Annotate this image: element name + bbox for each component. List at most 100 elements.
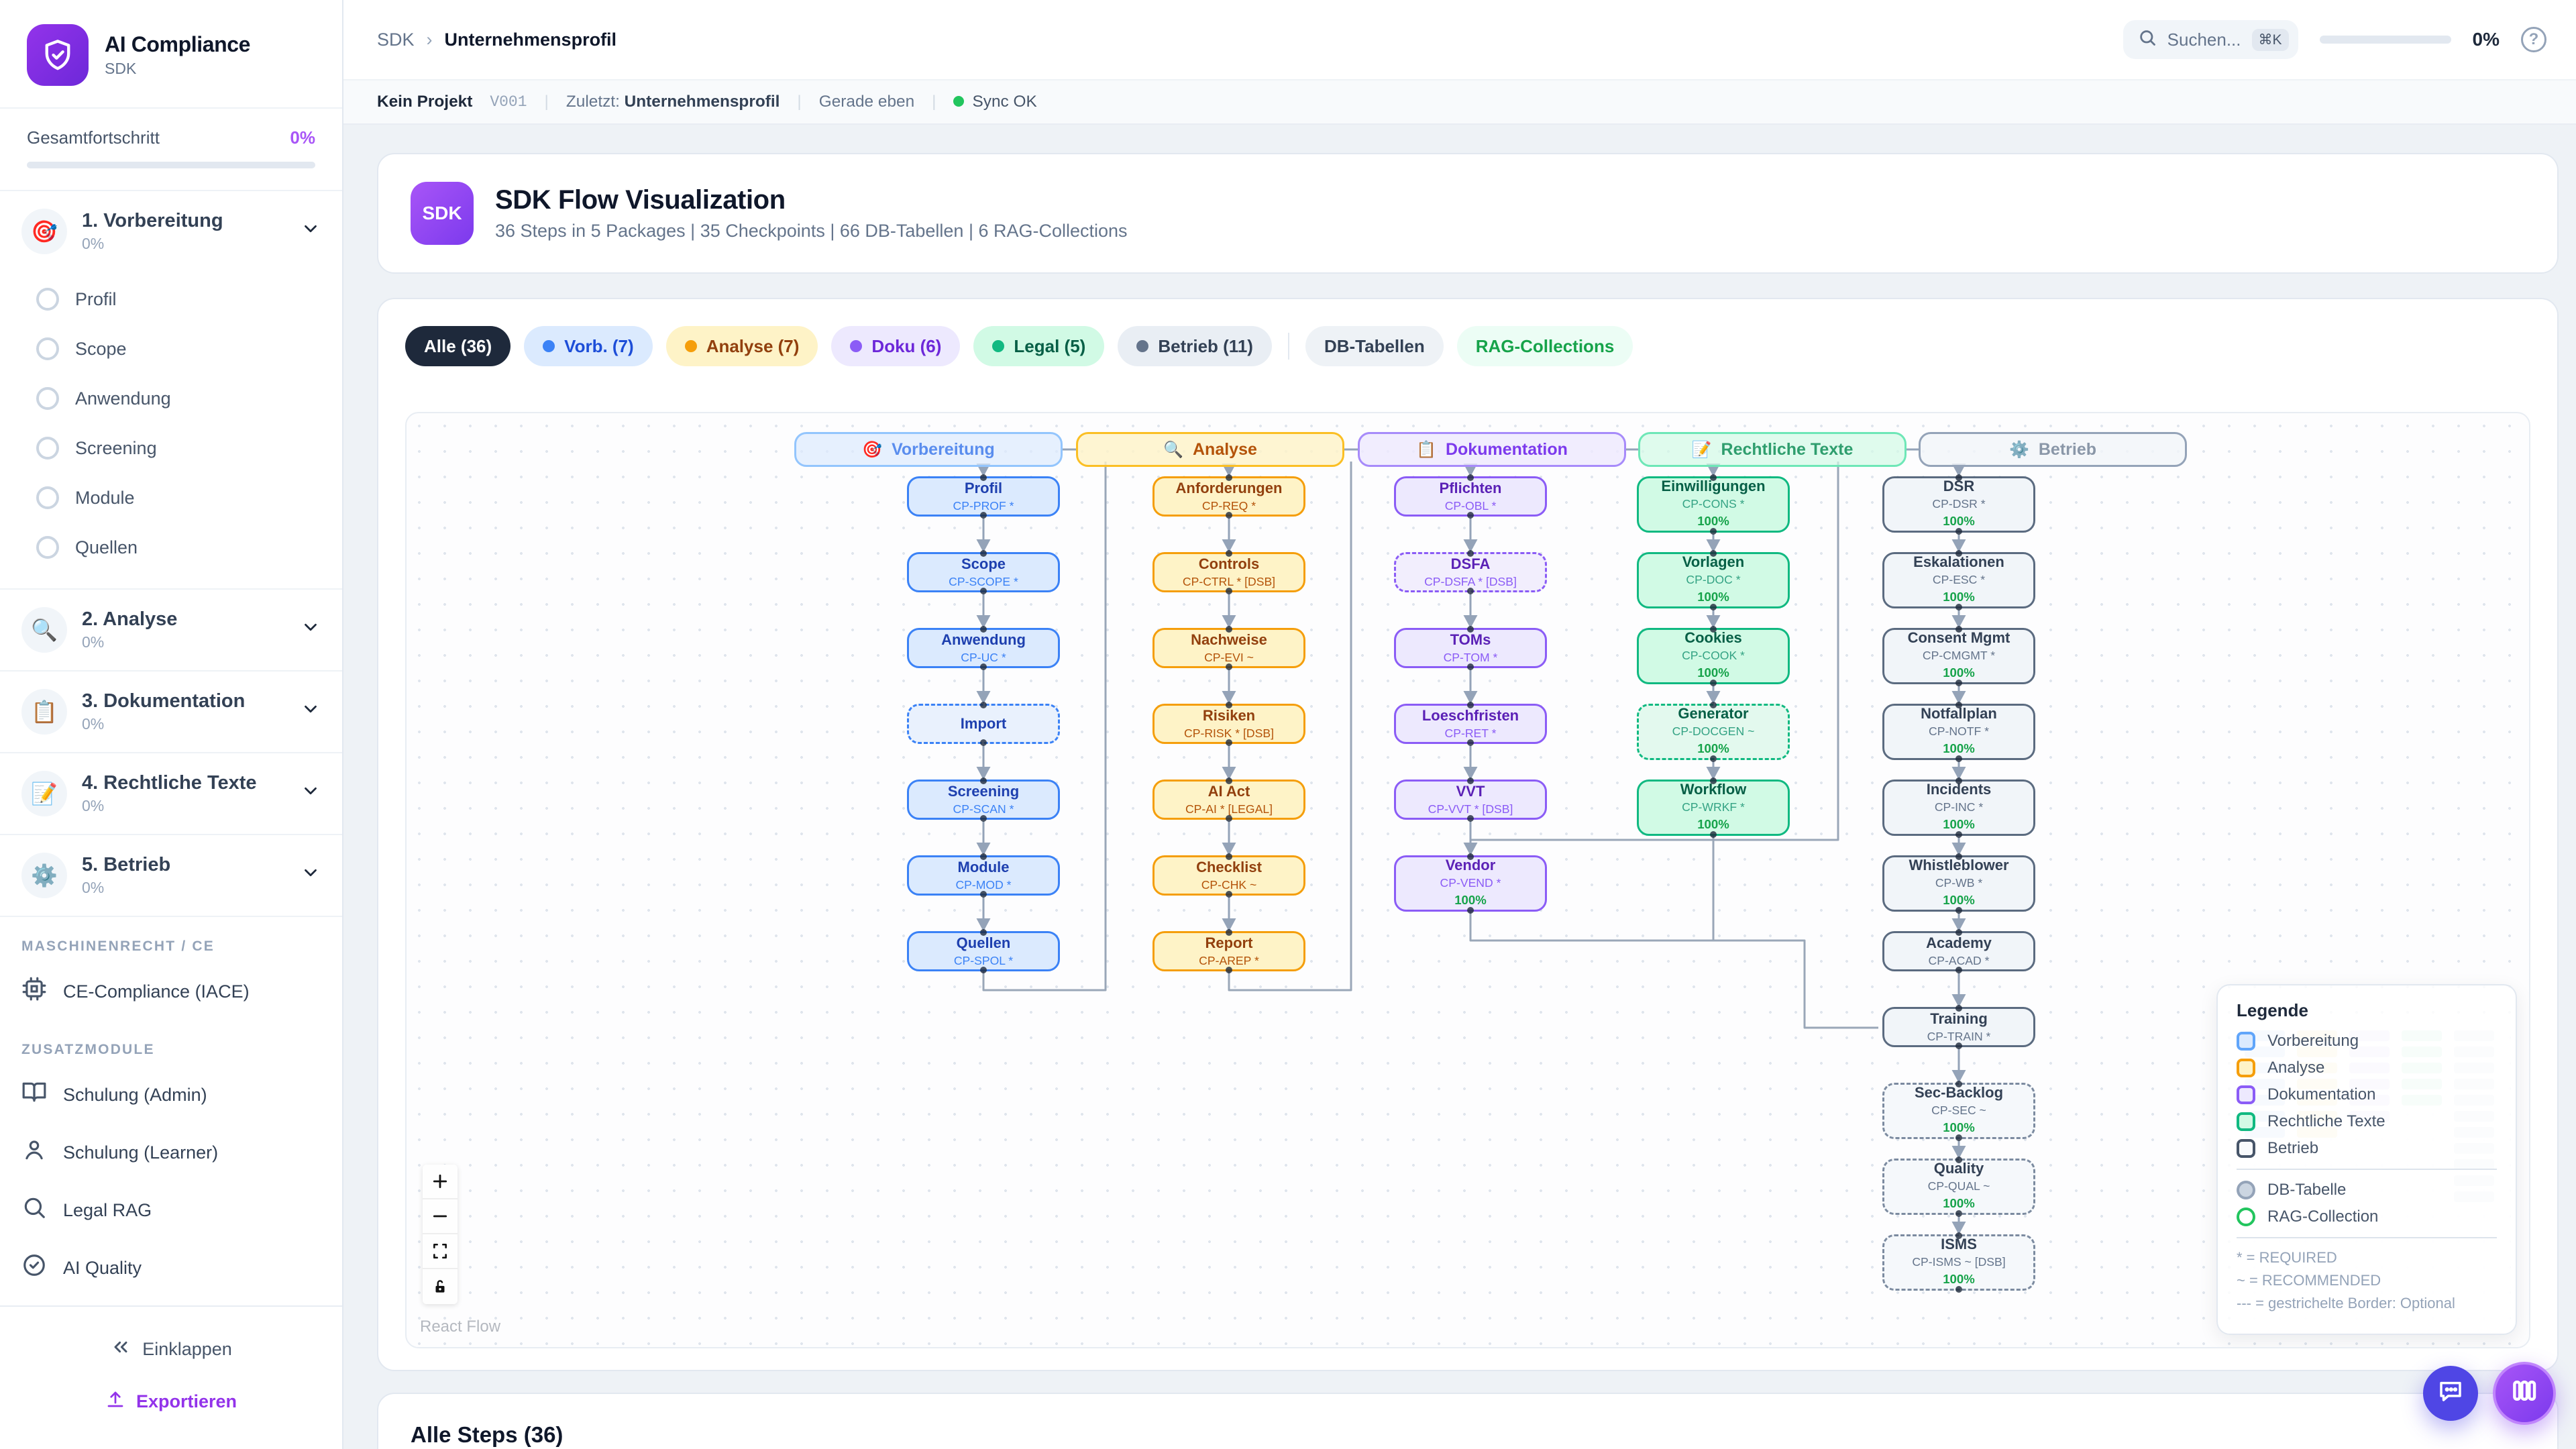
- node-progress-percent: 100%: [1943, 741, 1975, 755]
- step-label: Profil: [75, 288, 117, 309]
- collapse-sidebar-button[interactable]: Einklappen: [0, 1323, 342, 1376]
- search-input[interactable]: Suchen... ⌘K: [2123, 20, 2298, 59]
- sidebar-item-screening[interactable]: Screening: [0, 423, 342, 473]
- sidebar-item-module[interactable]: Module: [0, 473, 342, 523]
- breadcrumb-sdk[interactable]: SDK: [377, 29, 415, 50]
- filter-chip-legal-5-[interactable]: Legal (5): [973, 326, 1105, 366]
- flow-column-header-rechtliche-texte[interactable]: 📝Rechtliche Texte: [1638, 432, 1907, 467]
- sidebar-item-legal-rag[interactable]: Legal RAG: [0, 1181, 342, 1239]
- legend-label: Analyse: [2267, 1059, 2325, 1077]
- sidebar-item-profil[interactable]: Profil: [0, 274, 342, 324]
- sidebar-item-ce-compliance[interactable]: CE-Compliance (IACE): [0, 963, 342, 1020]
- zoom-out-button[interactable]: [423, 1199, 458, 1234]
- last-saved: Zuletzt: Unternehmensprofil: [566, 93, 780, 111]
- flow-column-header-analyse[interactable]: 🔍Analyse: [1076, 432, 1344, 467]
- filter-chip-betrieb-11-[interactable]: Betrieb (11): [1118, 326, 1272, 366]
- sidebar-phase-3[interactable]: 📋 3. Dokumentation 0%: [0, 672, 342, 752]
- sidebar-item-schulung-admin-[interactable]: Schulung (Admin): [0, 1066, 342, 1124]
- sidebar-item-anwendung[interactable]: Anwendung: [0, 374, 342, 423]
- sidebar-item-scope[interactable]: Scope: [0, 324, 342, 374]
- node-progress-percent: 100%: [1697, 513, 1729, 528]
- zoom-in-button[interactable]: [423, 1165, 458, 1199]
- filter-chip-analyse-7-[interactable]: Analyse (7): [665, 326, 818, 366]
- node-title: Incidents: [1926, 781, 1992, 798]
- header-progress-value: 0%: [2472, 29, 2500, 50]
- chat-fab[interactable]: [2423, 1366, 2478, 1421]
- sidebar-item-label: Schulung (Admin): [63, 1084, 207, 1105]
- column-emoji-icon: 📋: [1416, 440, 1436, 459]
- project-status: Kein Projekt: [377, 93, 473, 111]
- legend-swatch: [2237, 1032, 2255, 1051]
- filter-chip-doku-6-[interactable]: Doku (6): [831, 326, 961, 366]
- flow-column-header-betrieb[interactable]: ⚙️Betrieb: [1919, 432, 2187, 467]
- board-view-fab[interactable]: [2493, 1362, 2556, 1425]
- sidebar-item-ai-quality[interactable]: AI Quality: [0, 1239, 342, 1297]
- node-progress-percent: 100%: [1943, 1120, 1975, 1134]
- sidebar-phase-4[interactable]: 📝 4. Rechtliche Texte 0%: [0, 753, 342, 834]
- chip-dot: [684, 340, 697, 352]
- sidebar-item-quellen[interactable]: Quellen: [0, 523, 342, 572]
- legend-item-rechtliche-texte: Rechtliche Texte: [2237, 1112, 2497, 1131]
- filter-chip-rag-collections[interactable]: RAG-Collections: [1456, 326, 1633, 366]
- export-button[interactable]: Exportieren: [0, 1376, 342, 1428]
- node-code: CP-CHK ~: [1201, 877, 1257, 892]
- sidebar-phase-5[interactable]: ⚙️ 5. Betrieb 0%: [0, 835, 342, 916]
- filter-chip-db-tabellen[interactable]: DB-Tabellen: [1305, 326, 1444, 366]
- filter-chip-vorb-7-[interactable]: Vorb. (7): [524, 326, 653, 366]
- lock-button[interactable]: [423, 1269, 458, 1304]
- version-badge: V001: [490, 93, 527, 111]
- help-icon[interactable]: ?: [2521, 27, 2546, 52]
- legend-item-vorbereitung: Vorbereitung: [2237, 1032, 2497, 1051]
- reactflow-attribution[interactable]: React Flow: [420, 1318, 501, 1336]
- fit-view-button[interactable]: [423, 1234, 458, 1269]
- flow-column-header-dokumentation[interactable]: 📋Dokumentation: [1358, 432, 1626, 467]
- app-subtitle: SDK: [105, 60, 137, 77]
- flow-column-header-vorbereitung[interactable]: 🎯Vorbereitung: [794, 432, 1063, 467]
- chevron-right-icon: ›: [426, 29, 433, 50]
- upload-icon: [105, 1389, 125, 1414]
- sidebar-phase-2[interactable]: 🔍 2. Analyse 0%: [0, 590, 342, 670]
- filter-chip-alle-36-[interactable]: Alle (36): [405, 326, 511, 366]
- phase-label: 5. Betrieb: [82, 854, 171, 875]
- step-label: Screening: [75, 437, 157, 458]
- flow-node-import[interactable]: Import: [907, 704, 1060, 744]
- sidebar-item-schulung-learner-[interactable]: Schulung (Learner): [0, 1124, 342, 1181]
- sidebar-phase-1[interactable]: 🎯 1. Vorbereitung 0%: [0, 191, 342, 272]
